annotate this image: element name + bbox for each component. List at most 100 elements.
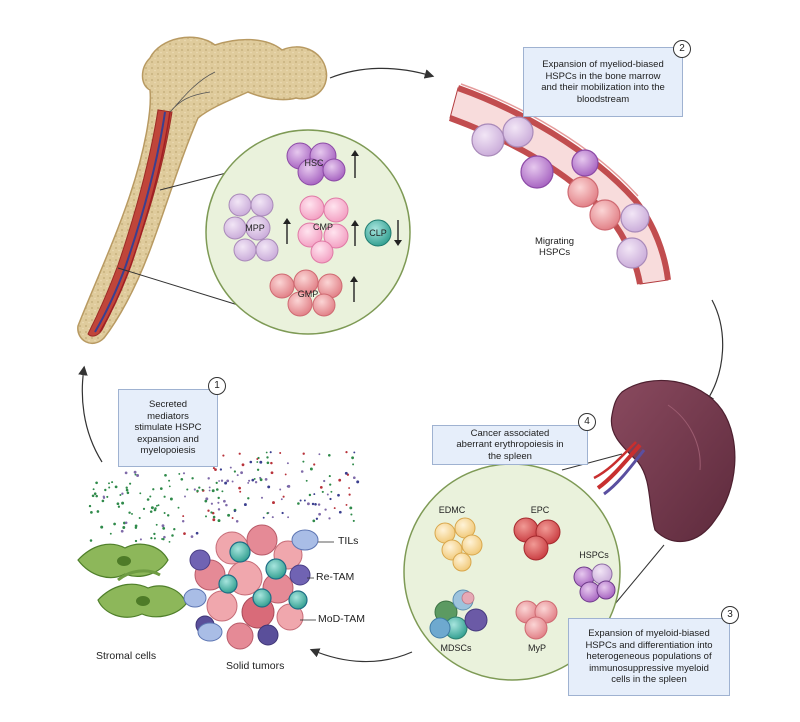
mediator-dot — [114, 485, 118, 489]
mediator-dot — [318, 453, 321, 456]
mediator-dot — [161, 524, 165, 528]
mediator-dot — [251, 478, 255, 482]
zoom-line-bottom — [117, 267, 239, 306]
mdscs-cell-cluster — [429, 589, 488, 640]
step-4-line-2: aberrant erythropoiesis in — [456, 439, 564, 451]
mediator-dot — [279, 488, 282, 491]
mediator-dot — [102, 495, 105, 498]
step-3-line-5: cells in the spleen — [611, 674, 687, 686]
mediator-dot — [162, 527, 166, 530]
spleen-zoom-line-bottom — [609, 544, 665, 611]
mediator-dot — [286, 462, 289, 465]
mediator-dot — [238, 486, 241, 490]
hsc-label: HSC — [304, 158, 324, 168]
til-cells — [183, 529, 319, 642]
mediator-dot — [229, 466, 232, 469]
mediator-dot — [125, 486, 128, 489]
mpp-up-arrow — [283, 218, 291, 244]
mediator-dot — [126, 491, 130, 495]
clp-down-arrow — [394, 220, 402, 246]
mediator-dot — [183, 532, 186, 535]
mediator-dot — [212, 518, 216, 522]
mediator-dot — [210, 502, 213, 505]
hspcs-spleen-label: HSPCs — [579, 550, 609, 560]
mediator-dot — [328, 517, 331, 520]
mediator-dot — [108, 482, 110, 485]
step-1-line-5: myelopoiesis — [140, 445, 196, 457]
mediator-dot — [195, 531, 199, 535]
migrating-hspcs-line-1: Migrating — [535, 236, 575, 247]
mediator-dot — [345, 451, 348, 454]
mediator-dot — [329, 497, 332, 501]
mediator-dot — [271, 516, 274, 519]
mediator-dot — [139, 492, 142, 495]
mediator-dot — [212, 515, 216, 519]
mediator-dot — [96, 510, 100, 513]
mediator-dot — [266, 456, 269, 459]
gmp-cell-cluster — [269, 269, 343, 317]
mediator-dot — [350, 513, 353, 516]
mediator-dot — [155, 504, 158, 507]
mediator-dot — [311, 502, 315, 506]
mediator-dot — [248, 479, 251, 482]
mediator-dot — [190, 535, 194, 538]
mediator-dot — [269, 451, 272, 454]
mediator-dot — [256, 468, 260, 471]
mediator-dot — [217, 501, 220, 504]
mediator-dot — [109, 532, 112, 535]
mediator-dot — [284, 473, 287, 476]
step-4-box: Cancer associated aberrant erythropoiesi… — [432, 425, 588, 465]
splenic-vessels — [593, 441, 646, 496]
mediator-dot — [90, 511, 93, 514]
mediator-dot — [330, 490, 333, 493]
mediator-dot — [239, 490, 242, 493]
mediator-dot — [168, 479, 171, 482]
mediator-dot — [124, 471, 128, 475]
mediator-dot — [317, 503, 321, 506]
mediator-dot — [267, 485, 271, 489]
stromal-cells-label: Stromal cells — [96, 650, 157, 662]
mediator-dot — [231, 517, 234, 519]
mediator-dot — [149, 510, 153, 513]
mediator-dot — [153, 537, 156, 540]
mediator-dot — [236, 474, 239, 477]
mediator-dot — [227, 513, 231, 517]
mediator-dot — [163, 535, 166, 539]
mediator-dot — [134, 473, 137, 476]
step-3-badge: 3 — [721, 606, 739, 624]
mediator-dot — [208, 489, 211, 492]
mediator-dot — [113, 522, 116, 526]
step-4-badge: 4 — [578, 413, 596, 431]
step-4-line-3: the spleen — [488, 450, 532, 462]
mediator-dot — [181, 520, 185, 523]
step-3-line-1: Expansion of myeloid-biased — [588, 628, 710, 640]
stromal-cells — [77, 543, 187, 618]
step-3-line-2: HSPCs and differentiation into — [585, 639, 713, 651]
mediator-dot — [272, 501, 275, 505]
mediator-dot — [338, 510, 342, 514]
mediator-dot — [146, 498, 150, 501]
myp-cell-cluster — [515, 600, 558, 640]
femur-bone — [77, 36, 328, 344]
mediator-dot — [337, 493, 340, 497]
mediator-dot — [352, 463, 355, 466]
mediator-dot — [129, 482, 132, 485]
mediator-dot — [240, 471, 243, 475]
mediator-dot — [338, 478, 342, 482]
mediator-dot — [184, 495, 186, 498]
mediator-dot — [155, 523, 158, 526]
step-4-line-1: Cancer associated — [470, 427, 550, 439]
mediator-dot — [193, 488, 196, 491]
mediator-dot — [150, 536, 153, 540]
mediator-dot — [168, 540, 171, 543]
mediator-dot — [318, 512, 321, 516]
mediator-dot — [106, 495, 109, 498]
re-tam-label: Re-TAM — [316, 571, 355, 583]
mediator-dot — [215, 488, 219, 491]
mediator-dot — [152, 488, 155, 491]
step-1-badge: 1 — [208, 377, 226, 395]
spleen-zoom-line-top — [561, 453, 623, 471]
mediator-dot — [173, 528, 176, 531]
mediator-dot — [315, 517, 319, 520]
mediator-dot — [108, 486, 111, 489]
